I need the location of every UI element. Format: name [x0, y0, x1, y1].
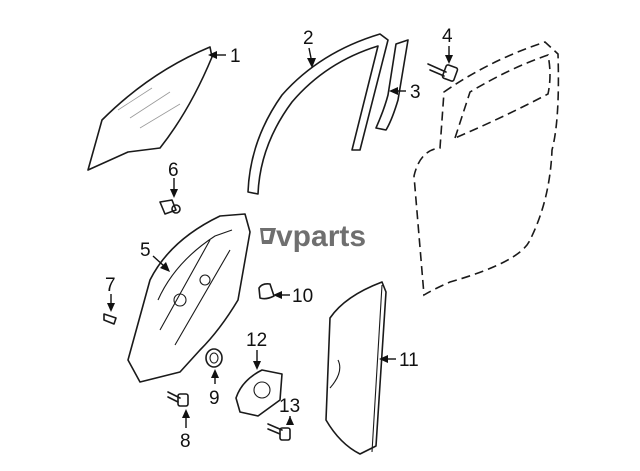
bolt-part-13[interactable] [267, 423, 291, 441]
callout-1: 1 [230, 46, 241, 67]
callout-7: 7 [105, 275, 116, 296]
regulator-rail-part[interactable] [325, 281, 387, 455]
callout-4: 4 [442, 26, 453, 47]
leader-lines [107, 46, 453, 428]
rear-door-outline [413, 41, 560, 297]
callout-8: 8 [180, 431, 191, 452]
vparts-watermark-logo: vparts [260, 220, 366, 253]
grommet-part-9[interactable] [205, 348, 223, 368]
bolt-part-4[interactable] [427, 63, 459, 82]
window-trim-part[interactable] [375, 39, 409, 131]
callout-11: 11 [399, 350, 419, 371]
callout-2: 2 [303, 28, 314, 49]
plug-part-10[interactable] [258, 283, 275, 300]
callout-9: 9 [209, 388, 220, 409]
clip-part-6[interactable] [159, 199, 181, 215]
glass-run-channel-part[interactable] [247, 33, 389, 195]
callout-3: 3 [410, 82, 421, 103]
callout-10: 10 [292, 286, 313, 307]
bolt-part-8[interactable] [167, 391, 189, 407]
window-regulator-panel-part[interactable] [127, 213, 251, 383]
callout-13: 13 [279, 396, 300, 417]
door-glass-part[interactable] [87, 46, 213, 171]
callout-5: 5 [140, 240, 151, 261]
callout-6: 6 [168, 160, 179, 181]
watermark-text: vparts [276, 220, 366, 253]
screw-part-7[interactable] [103, 313, 117, 325]
callout-12: 12 [246, 330, 267, 351]
window-motor-part[interactable] [235, 369, 283, 417]
